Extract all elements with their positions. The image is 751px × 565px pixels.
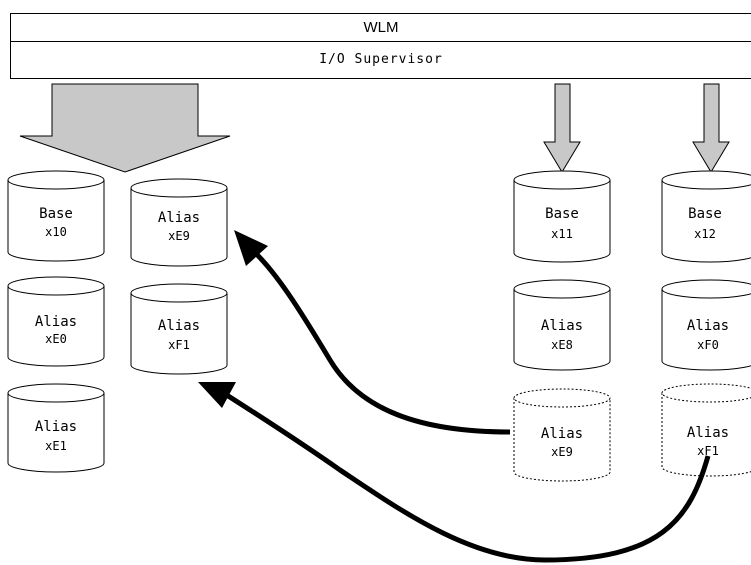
device-type-label: Alias [35,419,77,435]
device-type-label: Base [39,206,73,222]
reassign-arrowhead-e9 [234,230,268,266]
flow-arrow-to-base-11 [543,83,581,173]
device-id-label: xF0 [697,338,719,352]
device-id-label: xE0 [45,332,67,346]
reassign-arrow-f1 [220,389,711,563]
device-base-10: Base x10 [7,170,105,262]
device-alias-e0: Alias xE0 [7,276,105,367]
device-alias-f1-right-unassigned: Alias xF1 [661,383,751,477]
device-id-label: x10 [45,225,67,239]
io-supervisor-bar: I/O Supervisor [10,41,751,79]
io-supervisor-label: I/O Supervisor [319,52,443,67]
device-id-label: xE9 [168,229,190,243]
device-alias-e8: Alias xE8 [513,279,611,371]
device-id-label: xE9 [551,445,573,459]
device-type-label: Base [688,206,722,222]
device-type-label: Alias [541,426,583,442]
flow-arrow-to-base-12 [692,83,730,173]
device-id-label: xF1 [168,338,190,352]
device-type-label: Alias [687,318,729,334]
device-type-label: Base [545,206,579,222]
device-id-label: x12 [694,227,716,241]
device-id-label: xE1 [45,439,67,453]
wide-flow-arrow [19,83,231,173]
wlm-bar: WLM [10,13,751,42]
device-base-12: Base x12 [661,170,751,263]
device-type-label: Alias [35,314,77,330]
device-alias-e1: Alias xE1 [7,383,105,473]
device-type-label: Alias [541,318,583,334]
device-type-label: Alias [158,210,200,226]
device-alias-f0: Alias xF0 [661,279,751,371]
reassign-arrow-e9 [248,246,511,435]
device-id-label: x11 [551,227,573,241]
device-base-11: Base x11 [513,170,611,263]
device-type-label: Alias [687,425,729,441]
device-id-label: xF1 [697,444,719,458]
reassign-arrowhead-f1 [198,382,236,408]
device-type-label: Alias [158,318,200,334]
device-alias-e9-left: Alias xE9 [130,178,228,267]
wlm-label: WLM [363,19,399,36]
device-alias-e9-right-unassigned: Alias xE9 [513,388,611,482]
device-id-label: xE8 [551,338,573,352]
device-alias-f1-left: Alias xF1 [130,283,228,375]
